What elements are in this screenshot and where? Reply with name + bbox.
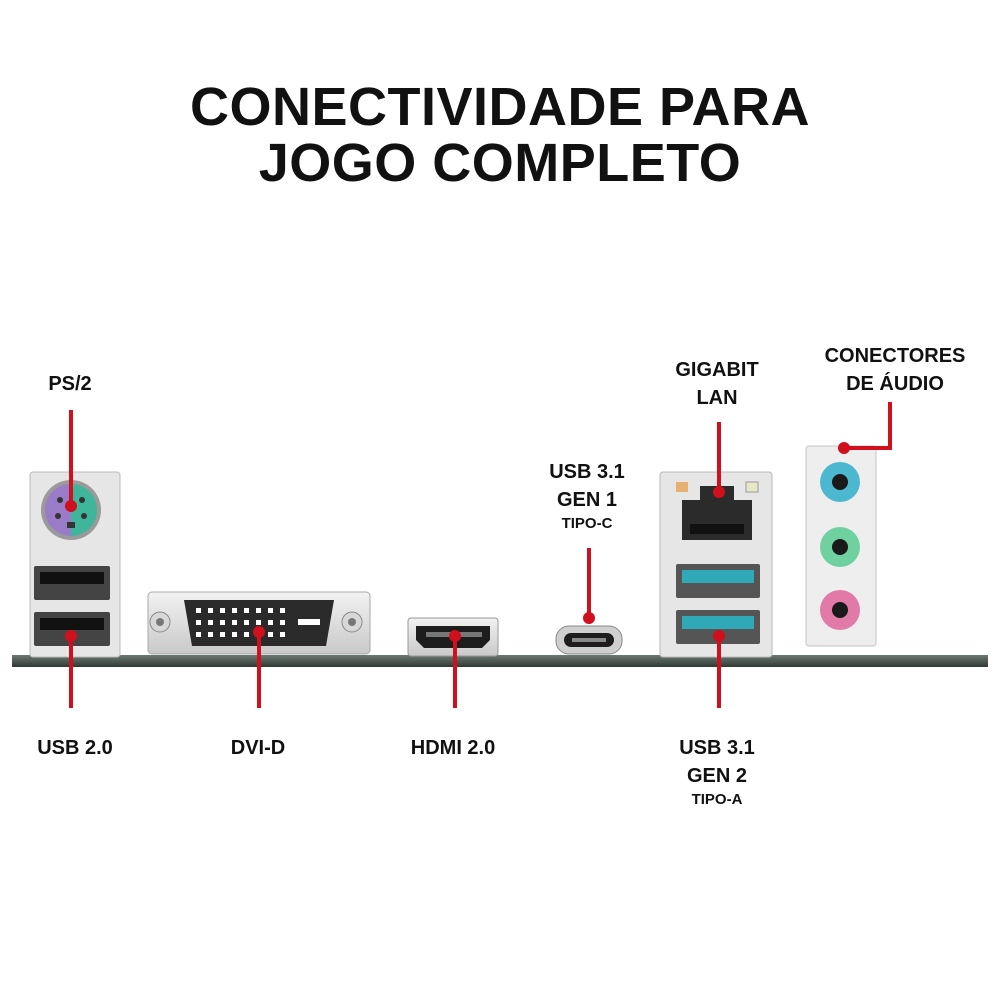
lan-usb3-stack bbox=[659, 471, 773, 658]
typec-leader bbox=[587, 548, 591, 616]
label-ps2: PS/2 bbox=[48, 373, 92, 395]
label-audio-line2: DE ÁUDIO bbox=[846, 373, 944, 395]
label-gigabit-lan-line1: GIGABIT bbox=[675, 359, 759, 381]
audio-leader-vertical bbox=[888, 402, 892, 450]
label-audio-line1: CONECTORES bbox=[824, 345, 966, 367]
title-line-2: JOGO COMPLETO bbox=[258, 133, 742, 193]
usb20-leader bbox=[69, 636, 73, 708]
audio-jacks bbox=[805, 445, 877, 647]
label-gigabit-lan: GIGABIT LAN bbox=[660, 356, 774, 412]
title-line-1: CONECTIVIDADE PARA bbox=[189, 77, 811, 137]
label-usb31-gen1: USB 3.1 GEN 1 TIPO-C bbox=[530, 458, 644, 534]
dvid-dot bbox=[253, 626, 265, 638]
label-usb31-gen2: USB 3.1 GEN 2 TIPO-A bbox=[660, 734, 774, 810]
label-audio: CONECTORES DE ÁUDIO bbox=[810, 342, 980, 398]
label-usb31-gen1-line2: GEN 1 bbox=[556, 489, 618, 511]
ps2-green-half bbox=[71, 484, 97, 536]
label-usb20: USB 2.0 bbox=[37, 737, 113, 759]
label-usb31-gen2-line1: USB 3.1 bbox=[679, 737, 755, 759]
audio-leader-horizontal bbox=[846, 446, 892, 450]
audio-dot bbox=[838, 442, 850, 454]
ps2-leader bbox=[69, 410, 73, 505]
usb31gen2-leader bbox=[717, 636, 721, 708]
label-usb31-gen1-line1: USB 3.1 bbox=[549, 461, 625, 483]
lan-dot bbox=[713, 486, 725, 498]
hdmi-dot bbox=[449, 630, 461, 642]
label-hdmi: HDMI 2.0 bbox=[410, 737, 496, 759]
lan-leader bbox=[717, 422, 721, 492]
label-usb31-gen2-line3: TIPO-A bbox=[691, 791, 743, 808]
dvid-leader bbox=[257, 632, 261, 708]
label-dvid: DVI-D bbox=[230, 737, 286, 759]
ps2-usb-stack bbox=[29, 471, 121, 658]
typec-dot bbox=[583, 612, 595, 624]
ps2-dot bbox=[65, 500, 77, 512]
usb20-dot bbox=[65, 630, 77, 642]
ps2-purple-half bbox=[45, 484, 71, 536]
usb31gen2-dot bbox=[713, 630, 725, 642]
usb-typec-connector bbox=[555, 625, 623, 655]
pcb-edge bbox=[12, 655, 988, 667]
label-gigabit-lan-line2: LAN bbox=[696, 387, 738, 409]
dvid-connector bbox=[147, 591, 371, 655]
hdmi-leader bbox=[453, 636, 457, 708]
label-usb31-gen2-line2: GEN 2 bbox=[686, 765, 748, 787]
label-usb31-gen1-line3: TIPO-C bbox=[561, 515, 613, 532]
